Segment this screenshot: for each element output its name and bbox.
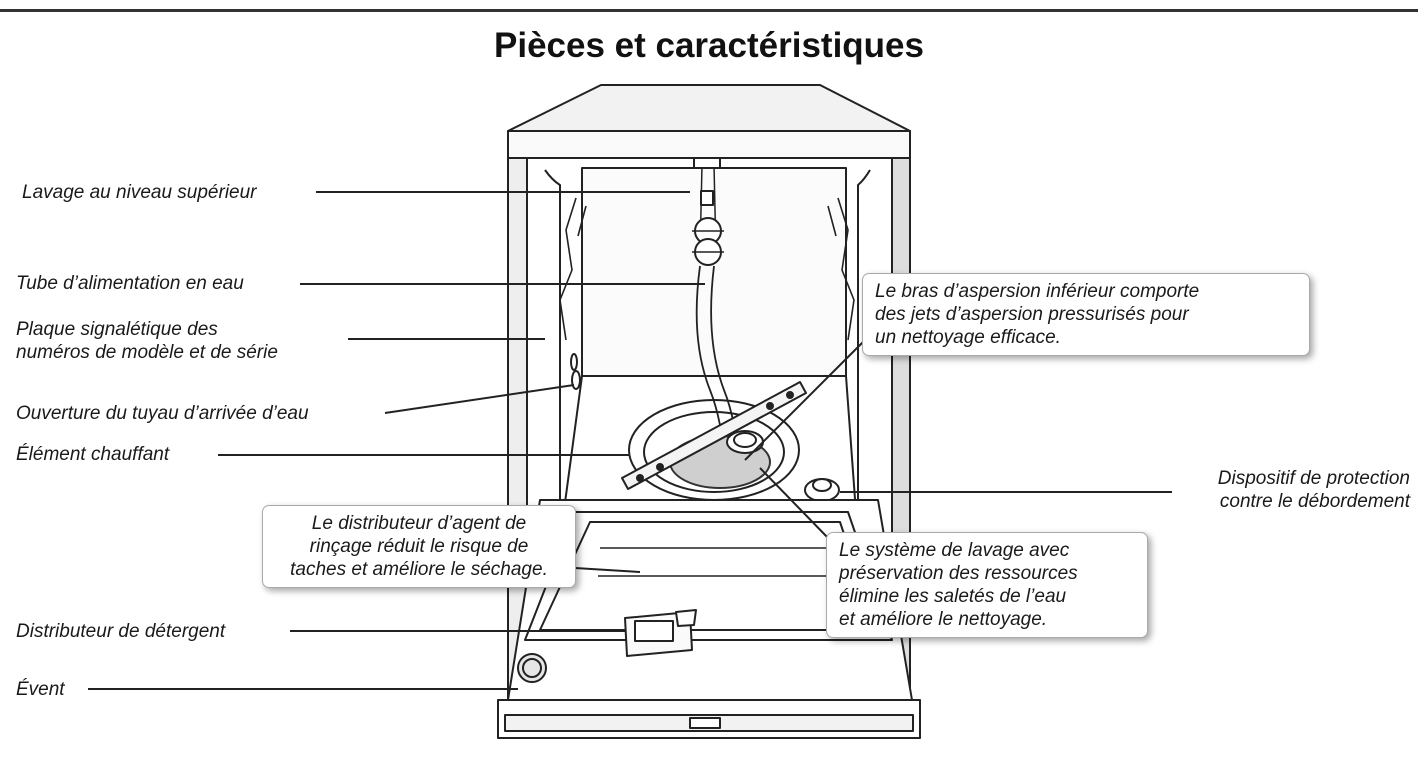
door-handle <box>690 718 720 728</box>
callout-rinse-aid-line: rinçage réduit le risque de <box>275 535 563 558</box>
label-detergent-dispenser: Distributeur de détergent <box>16 620 225 643</box>
callout-wash-system-line: Le système de lavage avec <box>839 539 1135 562</box>
callout-rinse-aid-line: Le distributeur d’agent de <box>275 512 563 535</box>
callout-wash-system-line: élimine les saletés de l’eau <box>839 585 1135 608</box>
callout-rinse-aid-line: taches et améliore le séchage. <box>275 558 563 581</box>
upper-wash-nozzle <box>694 158 720 168</box>
callout-rinse-aid: Le distributeur d’agent de rinçage rédui… <box>262 505 576 588</box>
water-inlet-opening <box>572 371 580 389</box>
rating-plate <box>571 354 577 370</box>
countertop-top <box>508 85 910 131</box>
upper-wash-clip <box>701 191 713 205</box>
label-upper-wash: Lavage au niveau supérieur <box>22 181 257 204</box>
countertop-front <box>508 131 910 158</box>
callout-wash-system: Le système de lavage avec préservation d… <box>826 532 1148 638</box>
callout-wash-system-line: et améliore le nettoyage. <box>839 608 1135 631</box>
callout-wash-system-line: préservation des ressources <box>839 562 1135 585</box>
label-rating-plate-line-2: numéros de modèle et de série <box>16 341 278 364</box>
label-water-feed-tube: Tube d’alimentation en eau <box>16 272 244 295</box>
callout-spray-arm-line: des jets d’aspersion pressurisés pour <box>875 303 1297 326</box>
callout-spray-arm-line: Le bras d’aspersion inférieur comporte <box>875 280 1297 303</box>
leader-inlet-opening <box>385 385 574 413</box>
label-inlet-opening: Ouverture du tuyau d’arrivée d’eau <box>16 402 309 425</box>
label-heating-element: Élément chauffant <box>16 443 169 466</box>
label-vent: Évent <box>16 678 65 701</box>
callout-spray-arm: Le bras d’aspersion inférieur comporte d… <box>862 273 1310 356</box>
filter-cup <box>727 431 763 453</box>
callout-spray-arm-line: un nettoyage efficace. <box>875 326 1297 349</box>
rinse-aid-cap <box>676 610 696 626</box>
label-overfill-line-2: contre le débordement <box>1220 490 1410 513</box>
label-rating-plate-line-1: Plaque signalétique des <box>16 318 218 341</box>
label-overfill-line-1: Dispositif de protection <box>1218 467 1410 490</box>
